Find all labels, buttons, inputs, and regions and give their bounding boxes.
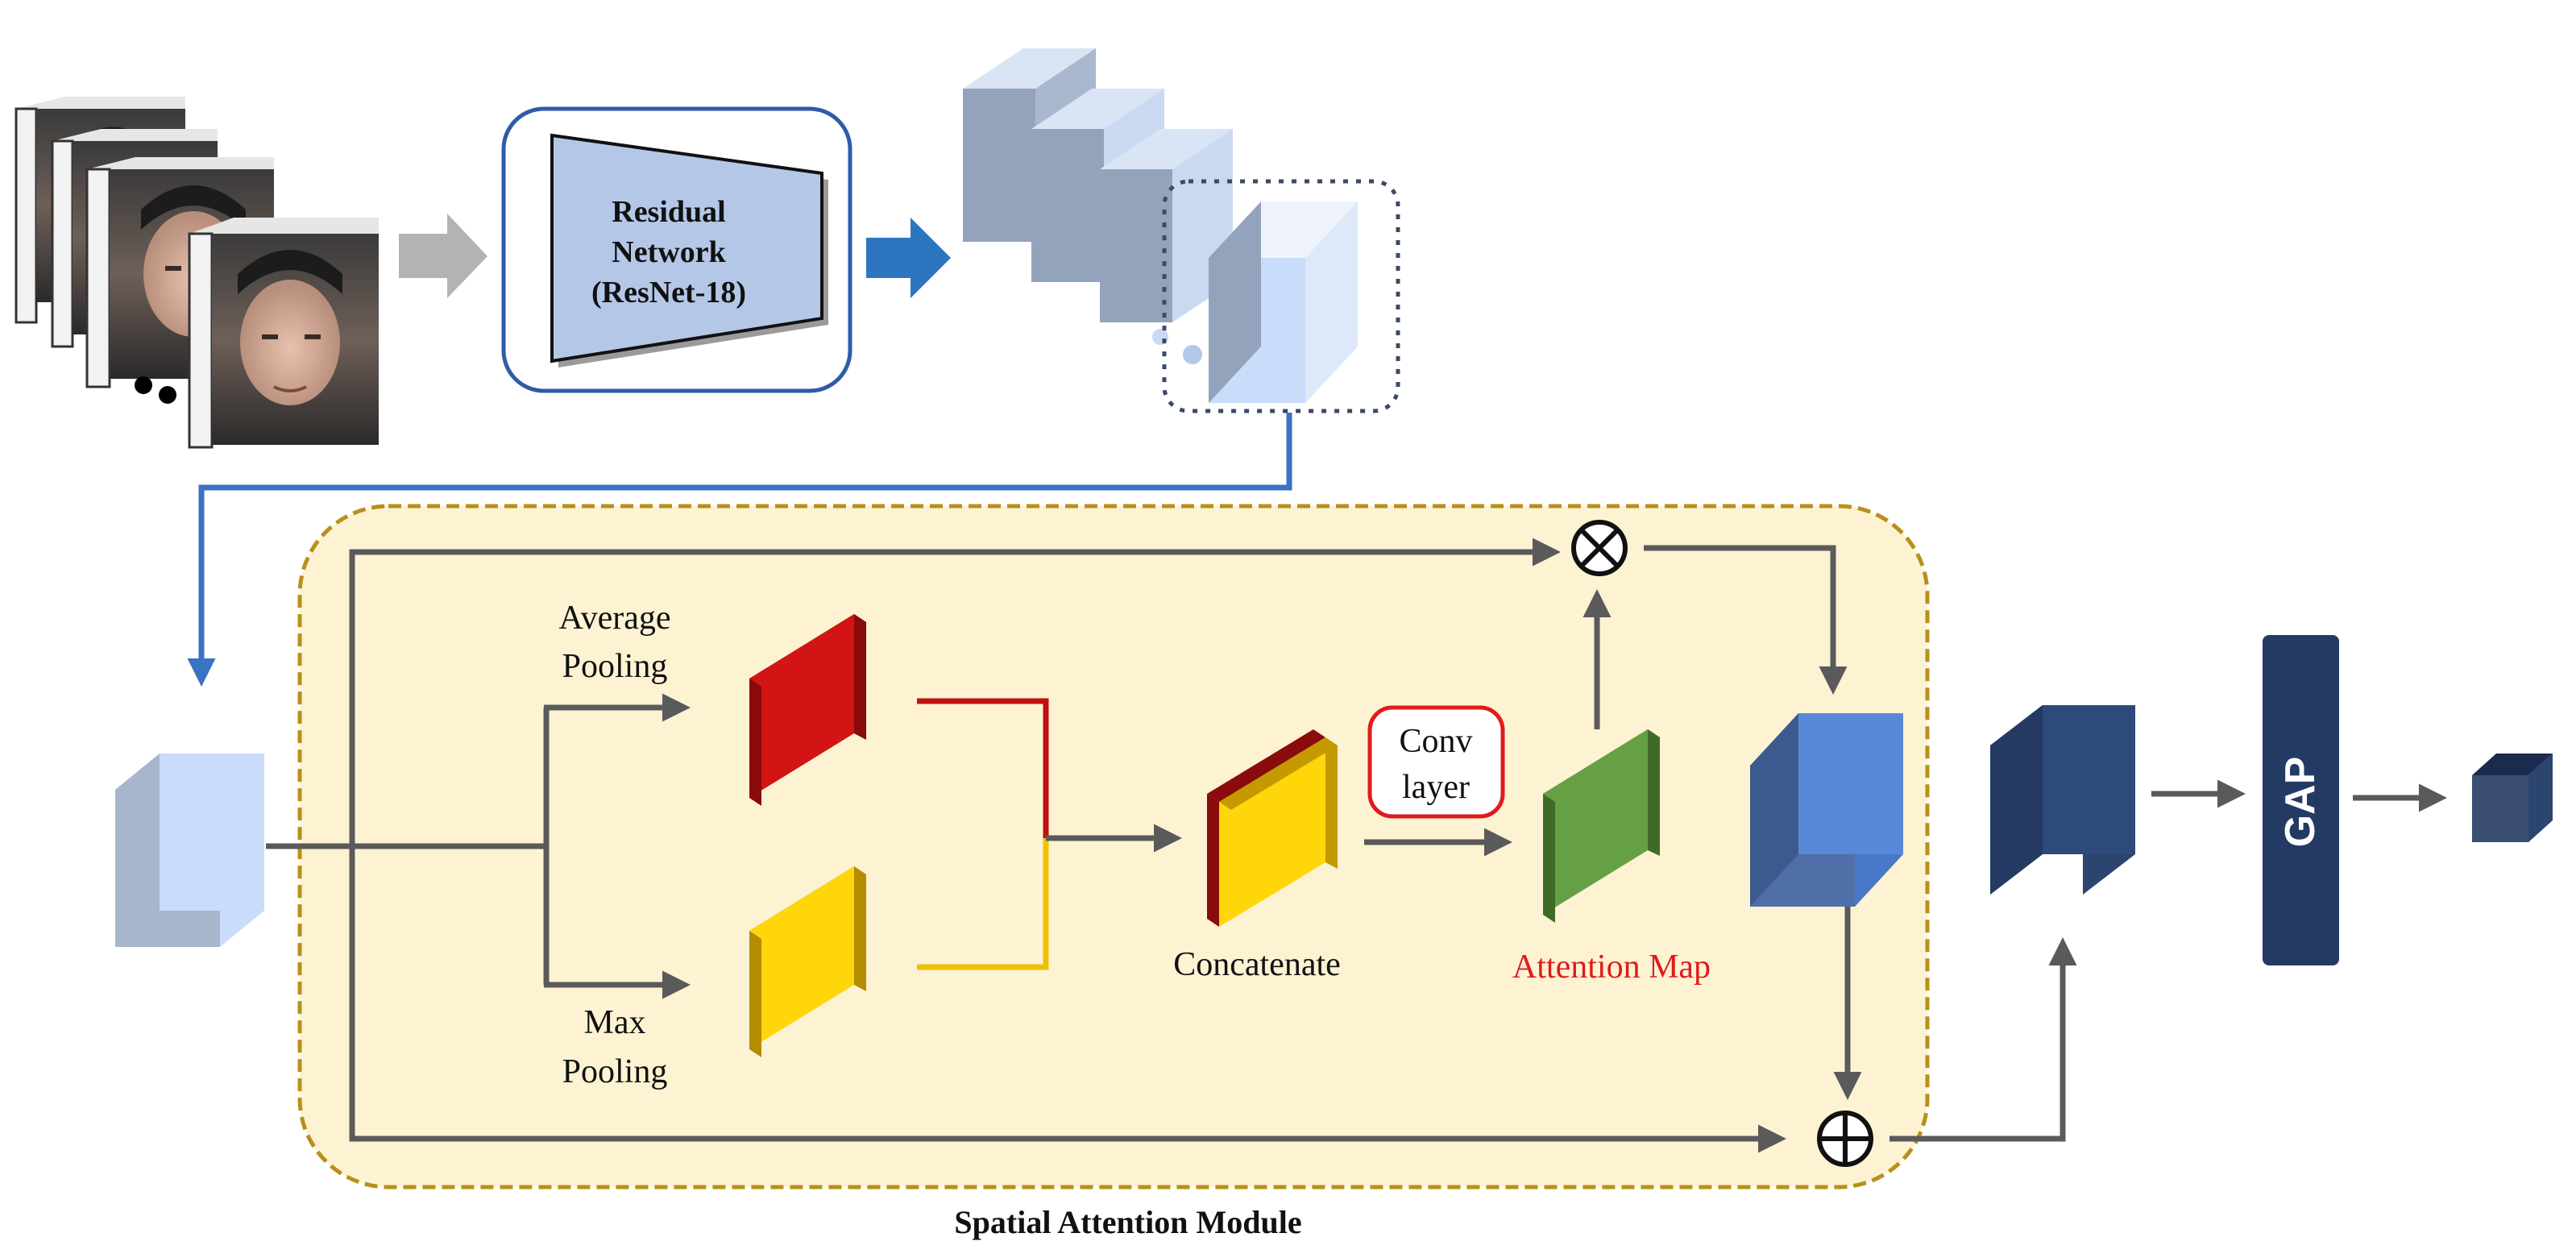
- gap-label: GAP: [2277, 757, 2324, 848]
- refined-feature-map: [1750, 713, 1903, 907]
- gap-block: GAP: [2263, 635, 2339, 965]
- concatenated-map: [1207, 729, 1338, 927]
- max-pooling-label-line1: Max: [584, 1004, 646, 1041]
- output-vector: [2472, 754, 2553, 842]
- avg-to-concat-line: [917, 698, 1049, 838]
- ellipsis-dot: [135, 376, 152, 394]
- face-frame: [188, 218, 379, 449]
- module-label: Spatial Attention Module: [954, 1204, 1301, 1240]
- continuation-dot: [1183, 345, 1202, 364]
- max-to-concat-line: [917, 838, 1049, 970]
- avg-pooling-label-line2: Pooling: [562, 648, 668, 685]
- resnet-label-line1: Residual: [612, 195, 725, 229]
- skip-path-to-multiply: [349, 538, 1561, 846]
- conv-label-line1: Conv: [1399, 723, 1472, 760]
- max-pooling-map: [749, 866, 866, 1057]
- resnet-output-arrow: [866, 218, 951, 298]
- add-operator: [1817, 1111, 1873, 1167]
- input-arrow: [399, 214, 487, 298]
- avg-pooling-map: [749, 614, 866, 806]
- input-frames: [15, 97, 379, 449]
- input-feature-map: [115, 754, 264, 947]
- multiply-output-arrow: [1644, 545, 1848, 695]
- resnet-label-line2: Network: [612, 235, 726, 269]
- conv-layer: Conv layer: [1367, 705, 1505, 819]
- concatenate-label: Concatenate: [1173, 946, 1341, 983]
- add-output-arrow: [1889, 937, 2077, 1142]
- selected-feature-map: [1209, 201, 1358, 403]
- multiply-operator: [1571, 520, 1628, 576]
- ellipsis-dot: [159, 386, 176, 404]
- skip-path-to-add: [349, 846, 1786, 1153]
- output-feature-map: [1990, 705, 2135, 895]
- resnet-label-line3: (ResNet-18): [591, 276, 746, 309]
- attention-map-label: Attention Map: [1512, 949, 1711, 986]
- max-pooling-label-line2: Pooling: [562, 1053, 668, 1090]
- feature-map-stack: [963, 48, 1400, 413]
- attention-map: [1543, 729, 1660, 923]
- selection-box: [1162, 179, 1400, 413]
- resnet-block: Residual Network (ResNet-18): [501, 106, 852, 393]
- feature-link-line: [187, 413, 1292, 687]
- avg-pooling-label-line1: Average: [558, 600, 670, 637]
- conv-label-line2: layer: [1402, 769, 1470, 806]
